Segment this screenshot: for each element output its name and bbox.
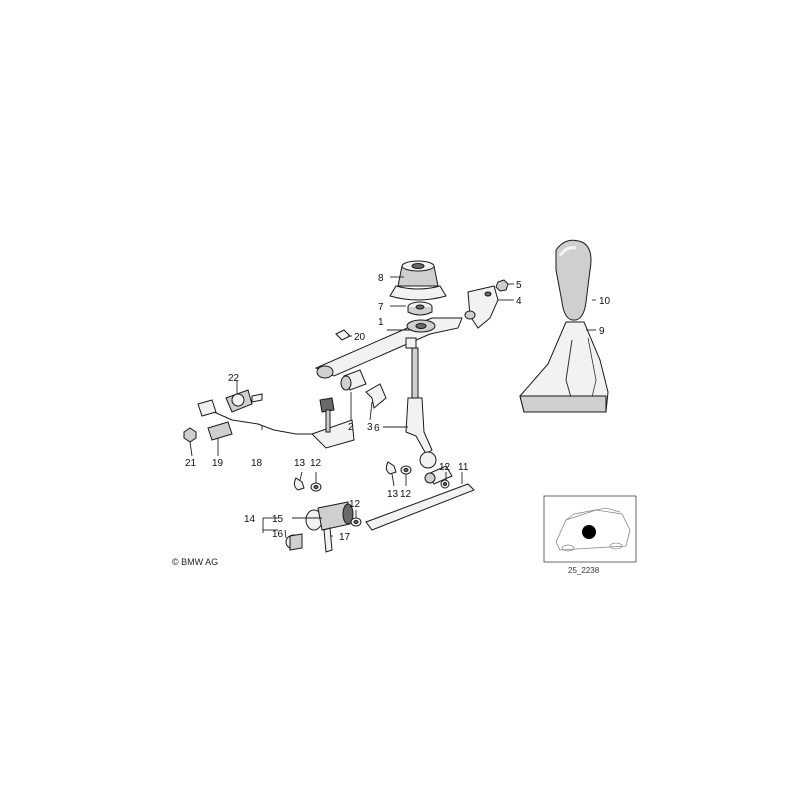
part-20-clip [335,329,351,341]
part-11-selector-rod [365,465,475,531]
copyright-text: © BMW AG [172,557,218,567]
callout-6: 6 [374,423,380,434]
part-8-bearing-boot [389,260,447,301]
part-1-shift-arm [314,317,463,379]
diagram-reference: 25_2238 [568,566,600,575]
callout-18: 18 [251,458,263,469]
callout-4: 4 [516,296,522,307]
part-13-clip-right [385,461,397,475]
part-18-cable [213,411,312,435]
part-22-switch [225,389,263,413]
part-3-clip [365,383,387,409]
callout-16: 16 [272,529,284,540]
part-12-washer-right [400,465,412,475]
part-10-shift-knob [555,239,592,321]
callout-12-lower: 12 [349,499,361,510]
callout-labels: 8 7 1 5 4 10 9 20 2 3 6 22 21 19 18 13 1… [185,273,611,543]
callout-20: 20 [354,332,366,343]
callout-17: 17 [339,532,351,543]
part-13-clip-left [293,477,305,491]
callout-3: 3 [367,422,373,433]
lock-assembly [311,397,355,449]
part-16-sleeve [285,533,303,551]
callout-21: 21 [185,458,197,469]
car-location-inset [543,495,637,563]
part-19-connector [207,421,233,441]
callout-8: 8 [378,273,384,284]
leader-lines [189,276,596,539]
callout-10: 10 [599,296,611,307]
part-12-washer-left [310,482,322,492]
part-14-15-joint [305,501,354,531]
callout-12-left: 12 [310,458,322,469]
callout-22: 22 [228,373,240,384]
part-21-nut [183,427,197,443]
part-5-nut [495,279,509,292]
callout-11: 11 [458,462,469,473]
part-12-washer-lower [350,517,362,527]
callout-5: 5 [516,280,522,291]
callout-1: 1 [378,317,384,328]
callout-13-left: 13 [294,458,306,469]
part-6-gear-lever [405,347,437,469]
callout-9: 9 [599,326,605,337]
part-17-pin [323,527,333,553]
callout-7: 7 [378,302,384,313]
part-22-bracket [197,399,217,417]
callout-19: 19 [212,458,224,469]
callout-14: 14 [244,514,256,525]
part-2-bushing [340,369,367,391]
callout-2: 2 [348,422,354,433]
part-7-bushing [407,301,433,316]
part-4-bracket [464,285,499,329]
part-12-washer-rod [440,479,450,489]
part-9-shift-boot [519,321,609,413]
callout-15: 15 [272,514,284,525]
callout-12-right: 12 [400,489,412,500]
callout-13-right: 13 [387,489,399,500]
callout-12-rod: 12 [439,462,451,473]
